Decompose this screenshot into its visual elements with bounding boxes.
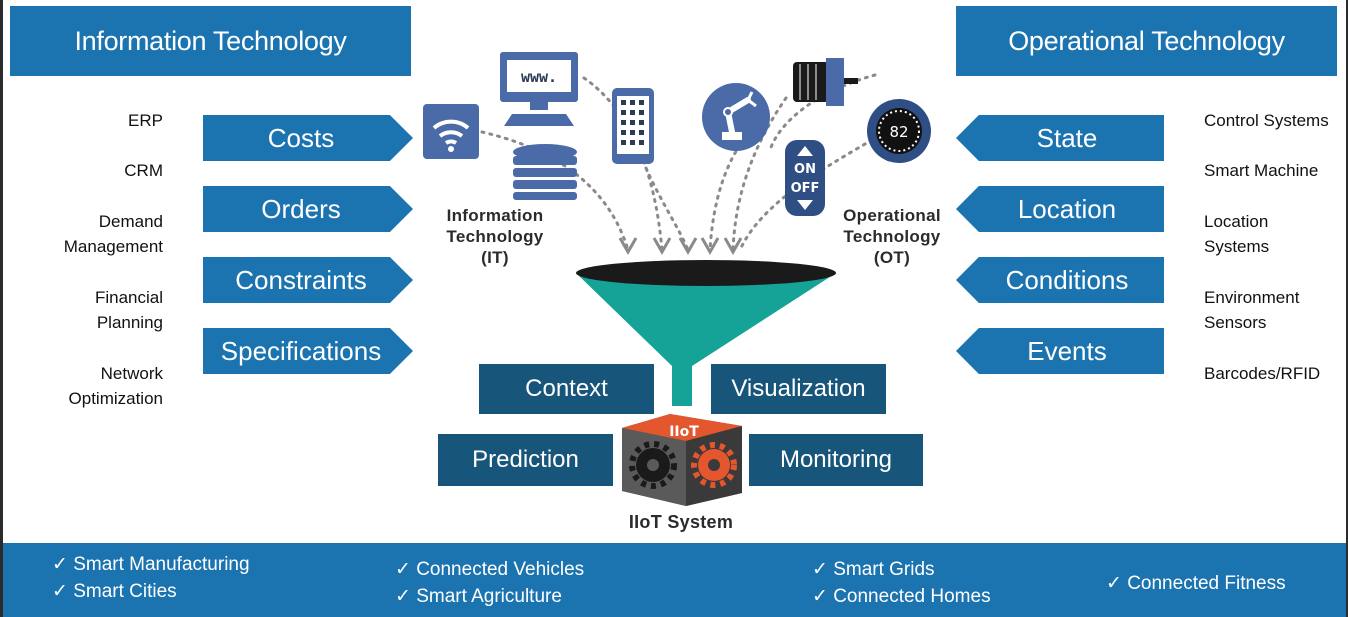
- it-label-line-2: Technology: [446, 227, 544, 246]
- arrow-state: State: [956, 115, 1164, 161]
- arrow-orders: Orders: [203, 186, 413, 232]
- list-item-demand: Demand: [98, 212, 163, 231]
- app-smart-agriculture: ✓ Smart Agriculture: [395, 586, 562, 607]
- monitor-www-icon: www.: [500, 52, 578, 126]
- tile-monitoring: Monitoring: [749, 434, 923, 486]
- list-item-network: Network: [100, 364, 163, 383]
- right-edge: [1346, 0, 1348, 617]
- list-item-systems: Systems: [1204, 237, 1270, 256]
- iiot-cube-icon: IIoT: [622, 414, 742, 506]
- tile-visualization: Visualization: [711, 364, 886, 414]
- funnel-icon: [576, 260, 836, 406]
- list-item-location: Location: [1204, 212, 1269, 231]
- arrow-constraints: Constraints: [203, 257, 413, 303]
- it-label-line-1: Information: [446, 206, 544, 225]
- wifi-icon: [423, 104, 479, 159]
- app-connected-vehicles: ✓ Connected Vehicles: [395, 559, 585, 580]
- it-label-line-3: (IT): [481, 248, 509, 267]
- iiot-system-label: IIoT System: [628, 512, 734, 532]
- list-item-erp: ERP: [128, 111, 163, 130]
- iiot-cube-label: IIoT: [669, 424, 699, 440]
- ot-center-label: Operational Technology (OT): [822, 205, 962, 268]
- list-item-barcodes-rfid: Barcodes/RFID: [1204, 364, 1321, 383]
- gauge-icon: 82: [867, 99, 931, 163]
- list-item-planning: Planning: [96, 313, 163, 332]
- list-item-management: Management: [63, 237, 163, 256]
- arrow-events: Events: [956, 328, 1164, 374]
- header-operational-technology: Operational Technology: [956, 6, 1337, 76]
- left-edge: [0, 0, 3, 617]
- arrow-location: Location: [956, 186, 1164, 232]
- off-text: OFF: [791, 181, 820, 196]
- app-smart-manufacturing: ✓ Smart Manufacturing: [52, 554, 250, 575]
- tile-prediction: Prediction: [438, 434, 613, 486]
- smartphone-icon: [612, 88, 654, 164]
- applications-bar: [3, 543, 1346, 617]
- motor-icon: [793, 58, 858, 106]
- gauge-value: 82: [889, 123, 908, 141]
- list-item-environment: Environment: [1204, 288, 1300, 307]
- www-text: www.: [521, 68, 557, 86]
- on-off-switch-icon: ON OFF: [785, 140, 825, 216]
- app-connected-fitness: ✓ Connected Fitness: [1106, 573, 1286, 594]
- tile-context: Context: [479, 364, 654, 414]
- gear-orange-icon: [691, 442, 737, 488]
- app-smart-grids: ✓ Smart Grids: [812, 559, 935, 580]
- gear-icon: [629, 441, 677, 489]
- list-item-financial: Financial: [94, 288, 163, 307]
- robot-arm-icon: [702, 83, 770, 151]
- arrow-specifications: Specifications: [203, 328, 413, 374]
- header-information-technology: Information Technology: [10, 6, 411, 76]
- list-item-sensors: Sensors: [1204, 313, 1267, 332]
- ot-label-line-3: (OT): [873, 248, 911, 267]
- arrow-costs: Costs: [203, 115, 413, 161]
- list-item-optimization: Optimization: [68, 389, 163, 408]
- list-item-crm: CRM: [124, 161, 163, 180]
- app-connected-homes: ✓ Connected Homes: [812, 586, 991, 607]
- list-item-smart-machine: Smart Machine: [1204, 161, 1319, 180]
- ot-label-line-2: Technology: [843, 227, 941, 246]
- it-center-label: Information Technology (IT): [425, 205, 565, 268]
- on-text: ON: [794, 162, 816, 177]
- list-item-control-systems: Control Systems: [1204, 111, 1329, 130]
- ot-label-line-1: Operational: [843, 206, 941, 225]
- app-smart-cities: ✓ Smart Cities: [52, 581, 177, 602]
- flow-arrowheads: [618, 237, 743, 256]
- arrow-conditions: Conditions: [956, 257, 1164, 303]
- database-icon: [513, 144, 577, 200]
